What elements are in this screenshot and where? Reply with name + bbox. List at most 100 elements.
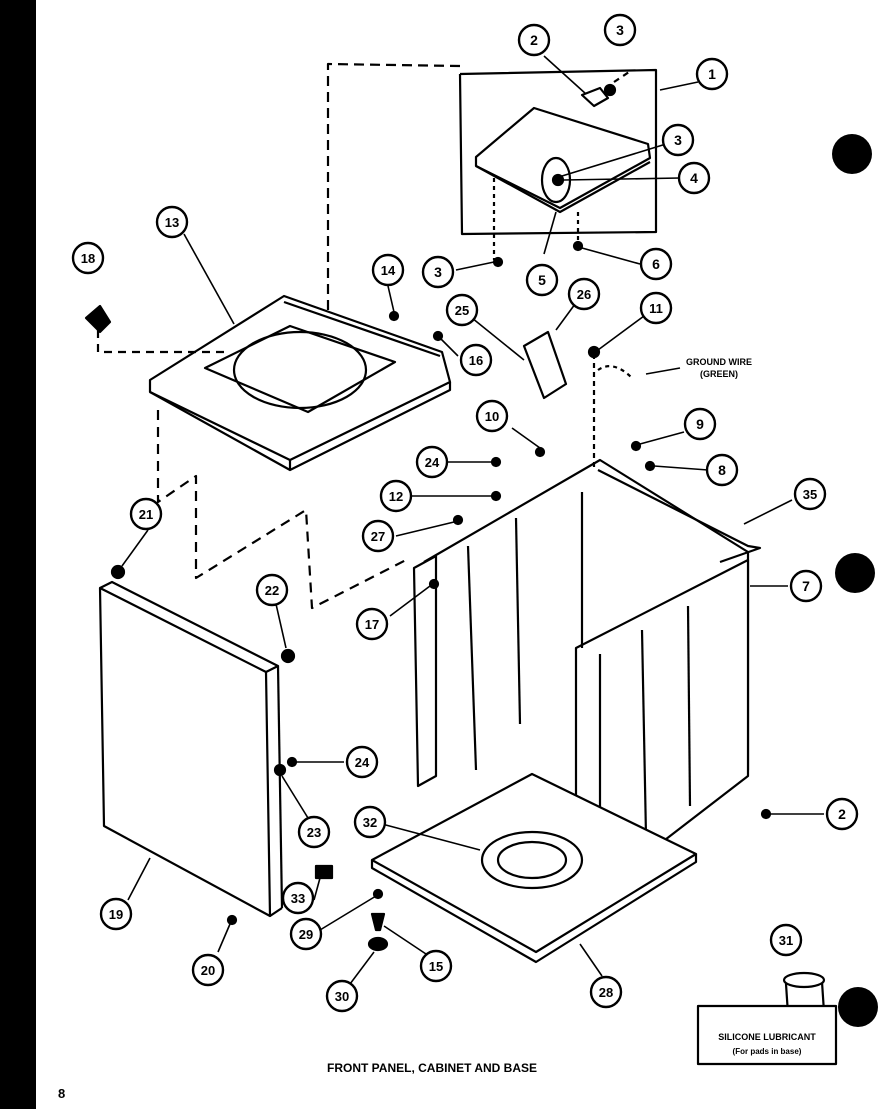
- cabinet-rear-sheet: [597, 469, 762, 564]
- callout-c3b: 3: [661, 123, 695, 157]
- callout-circle: [639, 291, 673, 325]
- callout-c7: 7: [789, 569, 823, 603]
- base-pan-edge: [370, 854, 698, 964]
- callout-number: 26: [577, 287, 591, 302]
- callout-c10: 10: [475, 399, 509, 433]
- front-panel-side-edge: [276, 665, 284, 909]
- callout-c9: 9: [683, 407, 717, 441]
- top-panel: [148, 294, 452, 462]
- callout-c26: 26: [567, 277, 601, 311]
- callout-number: 30: [335, 989, 349, 1004]
- callout-circle: [683, 407, 717, 441]
- diagram-title: FRONT PANEL, CABINET AND BASE: [327, 1061, 537, 1075]
- callout-c17: 17: [355, 607, 389, 641]
- callout-number: 35: [803, 487, 817, 502]
- callout-number: 31: [779, 933, 793, 948]
- callout-circle: [769, 923, 803, 957]
- callout-number: 15: [429, 959, 443, 974]
- hardware-15: [370, 912, 386, 932]
- callout-c31: 31: [769, 923, 803, 957]
- hardware-11: [587, 345, 601, 359]
- callout-number: 6: [652, 256, 660, 272]
- front-panel-edge: [99, 580, 280, 673]
- front-panel: [98, 586, 272, 918]
- callout-c6: 6: [639, 247, 673, 281]
- lid-hinge: [580, 86, 610, 108]
- callout-c16: 16: [459, 343, 493, 377]
- callout-circle: [517, 23, 551, 57]
- callout-circle: [325, 979, 359, 1013]
- callout-circle: [475, 399, 509, 433]
- callout-number: 11: [649, 301, 663, 316]
- callout-number: 18: [81, 251, 95, 266]
- hardware-23: [273, 763, 287, 777]
- callout-circle: [255, 573, 289, 607]
- ground-wire-note-line2: (GREEN): [700, 369, 738, 379]
- callout-number: 7: [802, 578, 810, 594]
- callout-circle: [793, 477, 827, 511]
- lid-switch-part: [84, 304, 112, 334]
- callout-c13: 13: [155, 205, 189, 239]
- hardware-22: [280, 648, 296, 664]
- hardware-20: [226, 914, 238, 926]
- top-panel-opening: [232, 330, 368, 410]
- callout-circle: [155, 205, 189, 239]
- base-bearing: [480, 830, 584, 890]
- ground-wire-note-line1: GROUND WIRE: [686, 357, 752, 367]
- callout-circle: [71, 241, 105, 275]
- callout-circle: [415, 445, 449, 479]
- callout-number: 33: [291, 891, 305, 906]
- callout-circle: [525, 263, 559, 297]
- base-bearing-inner: [496, 840, 568, 880]
- callout-number: 25: [455, 303, 469, 318]
- callout-c15: 15: [419, 949, 453, 983]
- lubricant-title: SILICONE LUBRICANT: [718, 1032, 816, 1042]
- callout-circle: [445, 293, 479, 327]
- callout-number: 21: [139, 507, 153, 522]
- callout-circle: [789, 569, 823, 603]
- callout-circle: [695, 57, 729, 91]
- callout-circle: [639, 247, 673, 281]
- binder-hole-bottom: [838, 987, 878, 1027]
- callout-c35: 35: [793, 477, 827, 511]
- hardware-14: [388, 310, 400, 322]
- callout-number: 13: [165, 215, 179, 230]
- callout-circle: [371, 253, 405, 287]
- ground-wire: [597, 365, 633, 379]
- callout-number: 2: [838, 806, 846, 822]
- cabinet-rib-4: [686, 605, 692, 807]
- callout-number: 19: [109, 907, 123, 922]
- callout-number: 27: [371, 529, 385, 544]
- binder-hole-top: [832, 134, 872, 174]
- screw-3c: [492, 256, 504, 268]
- dashed-leader-lid: [326, 62, 461, 340]
- callout-number: 2: [530, 32, 538, 48]
- front-panel-side-join: [269, 907, 283, 917]
- panel-clip: [110, 564, 126, 580]
- callout-number: 29: [299, 927, 313, 942]
- callout-circle: [289, 917, 323, 951]
- callout-c18: 18: [71, 241, 105, 275]
- callout-circle: [297, 815, 331, 849]
- callout-number: 24: [425, 455, 440, 470]
- callout-c21: 21: [129, 497, 163, 531]
- hardware-27: [452, 514, 464, 526]
- callout-circle: [361, 519, 395, 553]
- screw-3a: [603, 83, 617, 97]
- callout-circle: [589, 975, 623, 1009]
- callout-c5: 5: [525, 263, 559, 297]
- callout-c14: 14: [371, 253, 405, 287]
- callout-circle: [419, 949, 453, 983]
- callout-c24b: 24: [345, 745, 379, 779]
- callout-number: 9: [696, 416, 704, 432]
- callout-c1: 1: [695, 57, 729, 91]
- cabinet-rib-3: [640, 629, 648, 837]
- callout-number: 14: [381, 263, 396, 278]
- hardware-10: [534, 446, 546, 458]
- callout-circle: [603, 13, 637, 47]
- mounting-bracket: [522, 330, 568, 400]
- callout-c27: 27: [361, 519, 395, 553]
- callout-c12: 12: [379, 479, 413, 513]
